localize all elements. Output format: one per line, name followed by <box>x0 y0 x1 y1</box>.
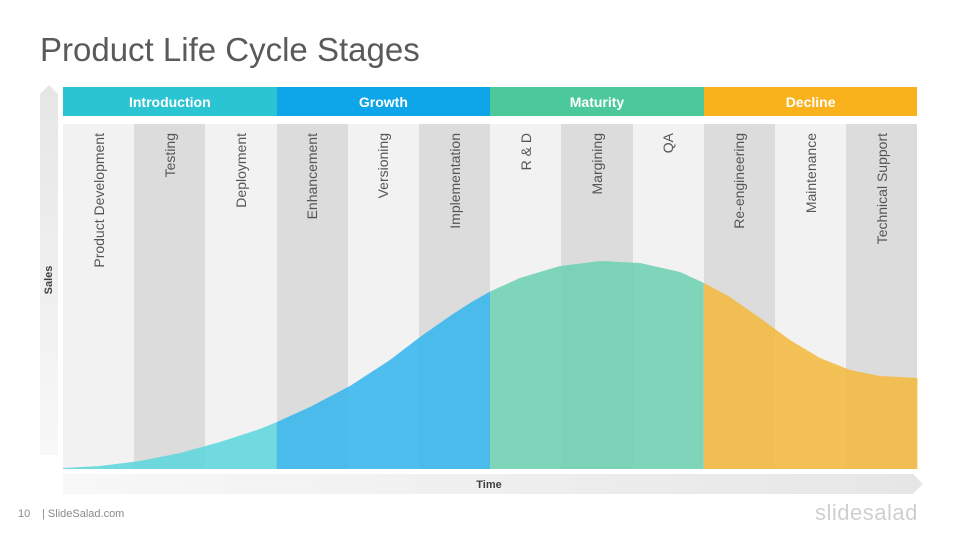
activity-column <box>63 124 135 469</box>
brand-logo: slidesalad <box>815 500 918 525</box>
stage-maturity[interactable]: Maturity <box>490 87 704 116</box>
stage-growth[interactable]: Growth <box>276 87 491 116</box>
x-axis-arrow <box>63 474 923 494</box>
stage-decline[interactable]: Decline <box>703 87 918 116</box>
footer-site: | SlideSalad.com <box>42 508 125 520</box>
activity-column <box>134 124 206 469</box>
stage-area-introduction <box>63 422 277 469</box>
page-number: 10 <box>18 508 31 520</box>
stage-introduction[interactable]: Introduction <box>63 87 277 116</box>
stage-area-maturity <box>490 261 704 469</box>
stage-area-decline <box>703 282 918 469</box>
x-axis-label: Time <box>476 479 502 491</box>
page-title: Product Life Cycle Stages <box>40 31 420 68</box>
y-axis-arrow <box>40 85 58 455</box>
stage-area-growth <box>276 291 491 469</box>
activity-column <box>205 124 277 469</box>
